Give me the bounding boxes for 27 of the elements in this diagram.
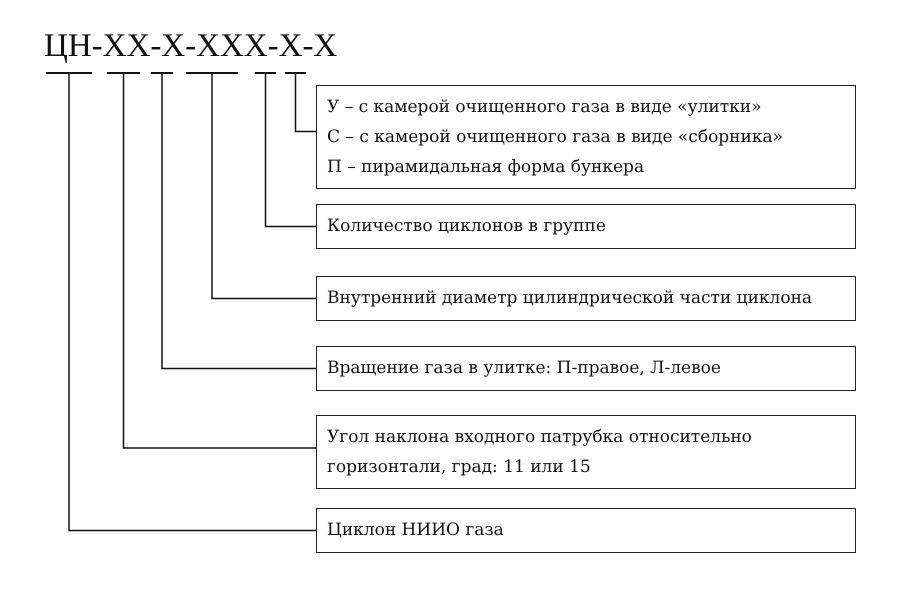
- description-text: Циклон НИИО газа: [327, 519, 505, 542]
- leader-line: [294, 74, 316, 132]
- description-text: Вращение газа в улитке: П-правое, Л-левое: [327, 357, 722, 380]
- description-box: [316, 85, 856, 189]
- underline-bar: [46, 72, 92, 74]
- description-text: У – с камерой очищенного газа в виде «улитки»: [327, 96, 762, 119]
- leader-line: [122, 74, 316, 449]
- underline-bar: [285, 72, 306, 74]
- description-box: [316, 276, 856, 321]
- underline-bar: [255, 72, 276, 74]
- leader-line: [161, 74, 316, 370]
- leader-line: [264, 74, 316, 228]
- description-text: С – с камерой очищенного газа в виде «сборника»: [327, 126, 784, 149]
- description-box: [316, 508, 856, 553]
- description-text: Внутренний диаметр цилиндрической части циклона: [327, 287, 814, 310]
- description-text: П – пирамидальная форма бункера: [327, 156, 646, 179]
- leader-line: [68, 74, 316, 532]
- underline-bar: [186, 72, 238, 74]
- description-text: Угол наклона входного патрубка относительно горизонтали, град: 11 или 15: [327, 426, 753, 479]
- description-box: [316, 346, 856, 391]
- description-box: [316, 415, 856, 489]
- leader-line: [211, 74, 316, 300]
- underline-bar: [107, 72, 140, 74]
- description-box: [316, 204, 856, 249]
- description-text: Количество циклонов в группе: [327, 215, 607, 238]
- underline-bar: [151, 72, 173, 74]
- designation-code: ЦН-XX-X-XXX-X-X: [44, 28, 338, 65]
